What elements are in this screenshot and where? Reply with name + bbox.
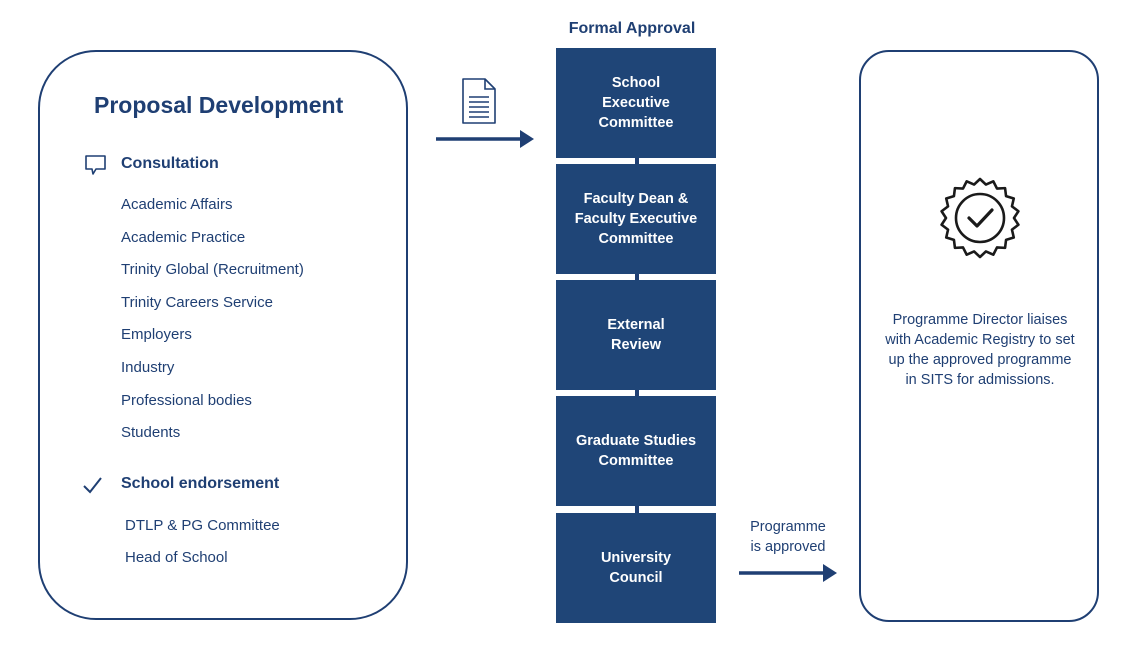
consultation-item: Professional bodies	[121, 392, 252, 409]
outcome-text: Programme Director liaises with Academic…	[872, 310, 1088, 390]
approval-seal-icon	[940, 177, 1020, 259]
endorsement-item: Head of School	[125, 549, 228, 566]
consultation-item: Students	[121, 424, 181, 441]
programme-approved-label: Programme is approved	[738, 517, 838, 557]
outcome-text-line: up the approved programme	[888, 352, 1072, 368]
approval-stage-line: University	[600, 550, 672, 566]
proposal-development-box	[38, 50, 408, 620]
endorsement-item: DTLP & PG Committee	[125, 517, 280, 534]
arrow-to-approval	[436, 130, 534, 148]
approval-stage-line: Committee	[598, 115, 674, 131]
consultation-item: Employers	[121, 326, 192, 343]
consultation-heading: Consultation	[121, 155, 219, 172]
document-icon	[462, 78, 496, 124]
checkmark-icon	[83, 477, 102, 494]
approval-stage-line: Review	[611, 337, 661, 353]
approval-stage-line: School	[611, 75, 661, 91]
endorsement-heading: School endorsement	[121, 475, 280, 492]
approval-stage-line: External	[607, 317, 665, 333]
approval-stage-line: Faculty Dean &	[583, 191, 689, 207]
approved-label-line: is approved	[750, 539, 826, 555]
outcome-box	[859, 50, 1099, 622]
consultation-item: Industry	[121, 359, 175, 376]
approval-stage-line: Faculty Executive	[574, 211, 698, 227]
outcome-text-line: in SITS for admissions.	[905, 372, 1055, 388]
proposal-title: Proposal Development	[94, 92, 344, 118]
consultation-item: Trinity Global (Recruitment)	[121, 261, 304, 278]
approval-stage-line: Committee	[598, 453, 674, 469]
outcome-text-line: Programme Director liaises	[892, 312, 1068, 328]
arrow-to-outcome	[739, 564, 837, 582]
consultation-item: Trinity Careers Service	[121, 294, 273, 311]
formal-approval-title: Formal Approval	[568, 20, 696, 37]
outcome-text-line: with Academic Registry to set	[885, 332, 1075, 348]
speech-bubble-icon	[85, 155, 106, 175]
approval-stage-line: Executive	[602, 95, 670, 111]
consultation-item: Academic Affairs	[121, 196, 233, 213]
approval-stage-line: Graduate Studies	[575, 433, 697, 449]
approved-label-line: Programme	[750, 519, 826, 535]
consultation-item: Academic Practice	[121, 229, 246, 246]
approval-stage-line: Council	[609, 570, 663, 586]
approval-stage-line: Committee	[598, 231, 674, 247]
